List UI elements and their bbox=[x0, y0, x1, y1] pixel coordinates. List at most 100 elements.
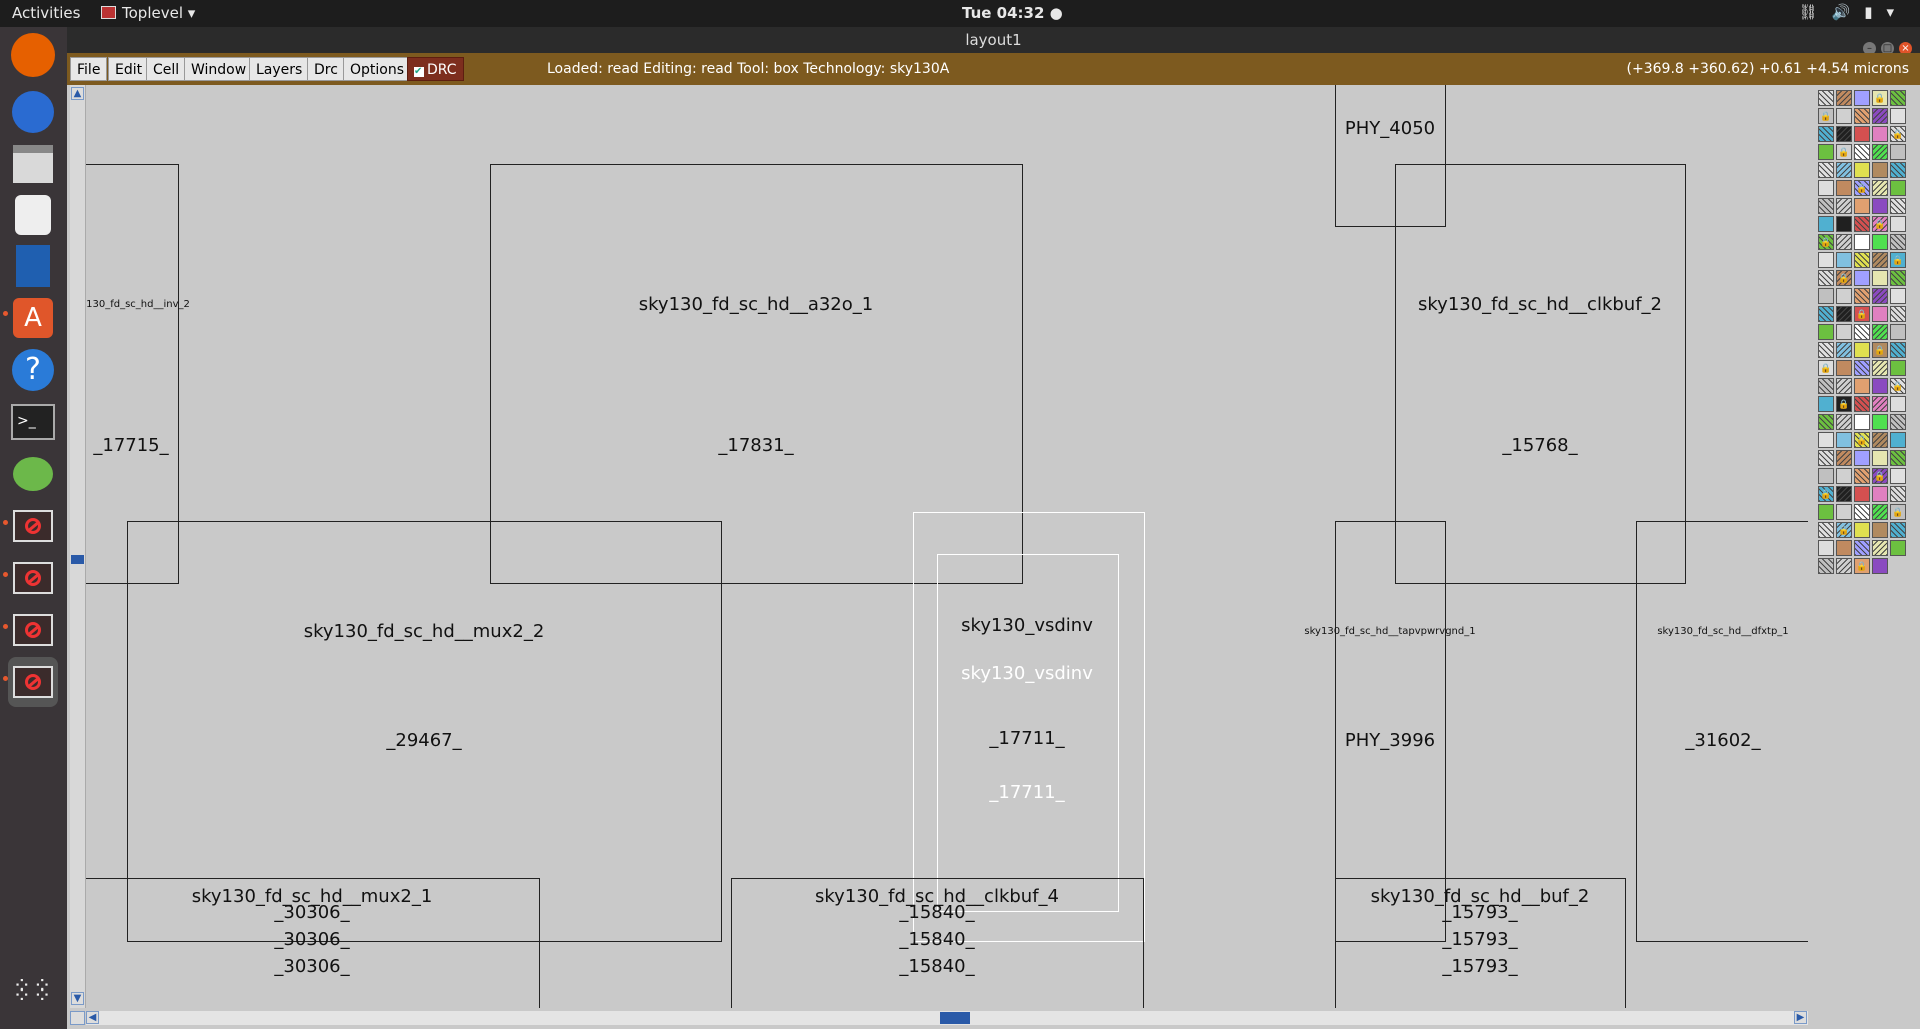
layer-swatch[interactable] bbox=[1854, 198, 1870, 214]
cell-box-inv-2[interactable] bbox=[86, 164, 179, 584]
layer-swatch[interactable] bbox=[1836, 432, 1852, 448]
layer-swatch[interactable]: 🔒 bbox=[1854, 306, 1870, 322]
layer-swatch[interactable] bbox=[1854, 342, 1870, 358]
layer-swatch[interactable] bbox=[1836, 180, 1852, 196]
layer-swatch[interactable] bbox=[1818, 216, 1834, 232]
rhythmbox-icon[interactable] bbox=[8, 190, 58, 240]
layer-swatch[interactable]: 🔒 bbox=[1818, 360, 1834, 376]
minimize-icon[interactable]: – bbox=[1863, 42, 1876, 55]
layer-swatch[interactable] bbox=[1836, 108, 1852, 124]
layer-swatch[interactable] bbox=[1872, 126, 1888, 142]
files-icon[interactable] bbox=[8, 139, 58, 189]
layer-swatch[interactable] bbox=[1854, 108, 1870, 124]
layer-swatch[interactable]: 🔒 bbox=[1818, 486, 1834, 502]
layer-swatch[interactable] bbox=[1854, 270, 1870, 286]
layer-swatch[interactable] bbox=[1818, 198, 1834, 214]
layer-swatch[interactable] bbox=[1872, 288, 1888, 304]
layer-swatch[interactable] bbox=[1818, 144, 1834, 160]
layer-swatch[interactable]: 🔒 bbox=[1890, 126, 1906, 142]
layer-swatch[interactable]: 🔒 bbox=[1854, 558, 1870, 574]
layer-swatch[interactable] bbox=[1818, 126, 1834, 142]
layer-swatch[interactable] bbox=[1818, 288, 1834, 304]
cell-box-clkbuf-2[interactable] bbox=[1395, 164, 1686, 584]
layer-swatch[interactable] bbox=[1890, 198, 1906, 214]
layer-swatch[interactable] bbox=[1890, 216, 1906, 232]
layer-swatch[interactable] bbox=[1890, 450, 1906, 466]
layer-swatch[interactable] bbox=[1836, 234, 1852, 250]
layer-swatch[interactable] bbox=[1890, 270, 1906, 286]
layer-swatch[interactable] bbox=[1872, 252, 1888, 268]
activities-button[interactable]: Activities bbox=[12, 4, 81, 22]
layer-swatch[interactable] bbox=[1872, 558, 1888, 574]
layer-swatch[interactable] bbox=[1890, 396, 1906, 412]
layer-swatch[interactable]: 🔒 bbox=[1890, 504, 1906, 520]
layer-swatch[interactable] bbox=[1836, 90, 1852, 106]
layer-swatch[interactable] bbox=[1818, 180, 1834, 196]
maximize-icon[interactable]: □ bbox=[1881, 42, 1894, 55]
layer-swatch[interactable] bbox=[1854, 396, 1870, 412]
layer-swatch[interactable] bbox=[1890, 108, 1906, 124]
layer-swatch[interactable] bbox=[1890, 360, 1906, 376]
layer-swatch[interactable] bbox=[1836, 162, 1852, 178]
scroll-down-icon[interactable]: ▼ bbox=[71, 992, 84, 1005]
layer-swatch[interactable] bbox=[1890, 234, 1906, 250]
layer-swatch[interactable] bbox=[1872, 108, 1888, 124]
clock[interactable]: Tue 04:32 ● bbox=[962, 4, 1063, 22]
layer-swatch[interactable] bbox=[1854, 414, 1870, 430]
layer-swatch[interactable] bbox=[1890, 180, 1906, 196]
layer-swatch[interactable] bbox=[1818, 414, 1834, 430]
layer-swatch[interactable] bbox=[1872, 162, 1888, 178]
layer-swatch[interactable]: 🔒 bbox=[1836, 270, 1852, 286]
layer-swatch[interactable] bbox=[1890, 540, 1906, 556]
scroll-up-icon[interactable]: ▲ bbox=[71, 87, 84, 100]
layer-swatch[interactable] bbox=[1872, 486, 1888, 502]
thunderbird-icon[interactable] bbox=[8, 87, 58, 137]
layer-swatch[interactable] bbox=[1818, 270, 1834, 286]
denied-app-icon[interactable] bbox=[8, 553, 58, 603]
layer-swatch[interactable] bbox=[1890, 468, 1906, 484]
cell-box-buf-2[interactable] bbox=[1335, 878, 1626, 1008]
layer-swatch[interactable] bbox=[1836, 126, 1852, 142]
layer-swatch[interactable]: 🔒 bbox=[1854, 180, 1870, 196]
menu-window[interactable]: Window bbox=[184, 57, 254, 81]
layer-swatch[interactable] bbox=[1872, 234, 1888, 250]
layer-swatch[interactable] bbox=[1836, 324, 1852, 340]
layer-swatch[interactable] bbox=[1890, 288, 1906, 304]
menu-layers[interactable]: Layers bbox=[249, 57, 310, 81]
menu-drc[interactable]: Drc bbox=[307, 57, 345, 81]
layer-swatch[interactable] bbox=[1872, 378, 1888, 394]
layer-swatch[interactable] bbox=[1836, 414, 1852, 430]
system-tray[interactable]: ⛓🔊▮▾ bbox=[1798, 3, 1908, 21]
layer-swatch[interactable] bbox=[1854, 90, 1870, 106]
layer-swatch[interactable] bbox=[1818, 432, 1834, 448]
layer-swatch[interactable] bbox=[1890, 90, 1906, 106]
layer-swatch[interactable] bbox=[1854, 540, 1870, 556]
scroll-right-icon[interactable]: ▶ bbox=[1794, 1011, 1807, 1024]
cell-box-vsdinv-outer[interactable] bbox=[913, 512, 1145, 942]
layer-swatch[interactable] bbox=[1836, 540, 1852, 556]
denied-app-icon[interactable] bbox=[8, 605, 58, 655]
layer-swatch[interactable] bbox=[1854, 162, 1870, 178]
layer-swatch[interactable] bbox=[1854, 378, 1870, 394]
layer-swatch[interactable] bbox=[1836, 558, 1852, 574]
cell-box-tapvpwrvgnd-1[interactable] bbox=[1335, 521, 1446, 942]
layer-swatch[interactable] bbox=[1872, 306, 1888, 322]
help-icon[interactable]: ? bbox=[8, 345, 58, 395]
layer-swatch[interactable] bbox=[1836, 288, 1852, 304]
layer-swatch[interactable] bbox=[1854, 450, 1870, 466]
layer-swatch[interactable] bbox=[1890, 486, 1906, 502]
layer-swatch[interactable]: 🔒 bbox=[1854, 432, 1870, 448]
layer-swatch[interactable] bbox=[1818, 450, 1834, 466]
denied-app-icon[interactable] bbox=[8, 657, 58, 707]
layer-swatch[interactable] bbox=[1872, 396, 1888, 412]
layer-swatch[interactable] bbox=[1836, 504, 1852, 520]
text-editor-icon[interactable] bbox=[8, 449, 58, 499]
layer-swatch[interactable] bbox=[1872, 180, 1888, 196]
layer-swatch[interactable] bbox=[1890, 522, 1906, 538]
layer-swatch[interactable] bbox=[1818, 324, 1834, 340]
layer-swatch[interactable] bbox=[1818, 252, 1834, 268]
zoom-corner-icon[interactable] bbox=[70, 1011, 85, 1025]
libreoffice-writer-icon[interactable] bbox=[8, 241, 58, 291]
layer-swatch[interactable] bbox=[1818, 162, 1834, 178]
layer-swatch[interactable] bbox=[1872, 198, 1888, 214]
